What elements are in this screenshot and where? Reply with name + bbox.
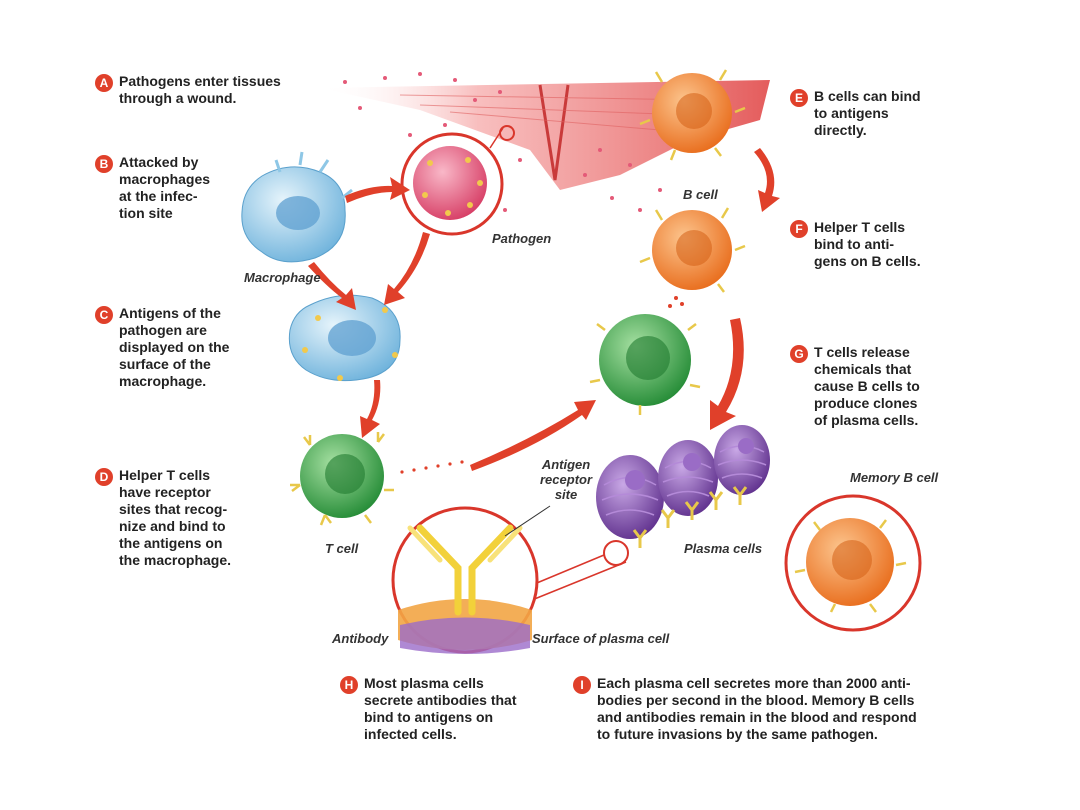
antibody-zoom: [391, 505, 629, 654]
plasma-cell-2: [658, 440, 718, 516]
step-b-text: Attacked by macrophages at the infec- ti…: [119, 154, 211, 221]
label-antibody: Antibody: [332, 631, 389, 646]
step-c-text: Antigens of the pathogen are displayed o…: [119, 305, 230, 389]
label-macrophage: Macrophage: [244, 270, 321, 285]
plasma-cell-1: [596, 455, 664, 539]
b-cell-top: [639, 69, 746, 161]
step-badge-e: E: [790, 89, 808, 107]
label-plasma-cells: Plasma cells: [684, 541, 763, 556]
label-pathogen: Pathogen: [492, 231, 552, 246]
dotted-trails: [400, 296, 684, 474]
step-g-text: T cells release chemicals that cause B c…: [814, 344, 920, 428]
macrophage-cell: [241, 151, 353, 263]
step-badge-d: D: [95, 468, 113, 486]
label-antigen-receptor-site: Antigen receptor site: [540, 457, 593, 502]
memory-b-cell-zoom: [784, 494, 922, 632]
label-t-cell: T cell: [325, 541, 359, 556]
macrophage-with-antigens: [288, 294, 401, 382]
free-antibodies: [632, 486, 748, 548]
step-badge-i: I: [573, 676, 591, 694]
step-badge-f: F: [790, 220, 808, 238]
pathogen-particles: [343, 72, 662, 212]
process-arrows: [308, 148, 780, 471]
label-b-cell: B cell: [683, 187, 718, 202]
step-h-text: Most plasma cells secrete antibodies tha…: [364, 675, 517, 742]
step-e-text: B cells can bind to antigens directly.: [814, 88, 921, 138]
step-badge-h: H: [340, 676, 358, 694]
t-cell-bound: [589, 314, 701, 415]
helper-t-cell: [290, 432, 394, 526]
step-a-text: Pathogens enter tissues through a wound.: [119, 73, 281, 106]
step-badge-g: G: [790, 345, 808, 363]
b-cell-middle: [639, 207, 746, 293]
label-memory-b-cell: Memory B cell: [850, 470, 939, 485]
step-d-text: Helper T cells have receptor sites that …: [119, 467, 232, 568]
label-surface-of-plasma-cell: Surface of plasma cell: [532, 631, 670, 646]
plasma-cell-3: [714, 425, 770, 495]
pathogen-zoom: [400, 125, 515, 236]
step-badge-b: B: [95, 155, 113, 173]
step-i-text: Each plasma cell secretes more than 2000…: [597, 675, 917, 742]
step-f-text: Helper T cells bind to anti- gens on B c…: [814, 219, 921, 269]
step-badge-c: C: [95, 306, 113, 324]
step-badge-a: A: [95, 74, 113, 92]
